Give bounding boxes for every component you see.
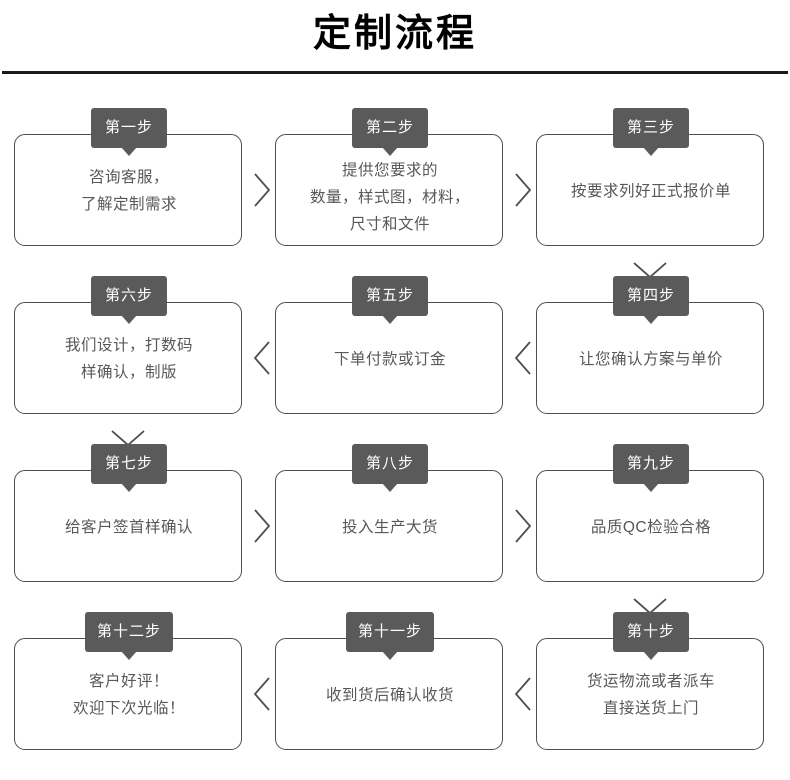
step-card-2-line-3: 尺寸和文件 — [349, 215, 430, 233]
step-card-9-line-1: 品质QC检验合格 — [590, 518, 712, 536]
step-card-3[interactable]: 按要求列好正式报价单 第三步 — [536, 108, 766, 248]
step-card-2-text: 提供您要求的 数量，样式图，材料， 尺寸和文件 — [276, 135, 504, 253]
step-card-6-text: 我们设计，打数码 样确认，制版 — [15, 303, 243, 415]
connector-chevron-left-icon — [510, 335, 536, 381]
flow-diagram: 咨询客服， 了解定制需求 第一步 提供您要求的 数量，样式图，材料， 尺寸和文件… — [0, 80, 790, 754]
step-card-10-line-1: 货运物流或者派车 — [586, 673, 715, 690]
step-card-8-text: 投入生产大货 — [276, 471, 504, 583]
step-card-3-text: 按要求列好正式报价单 — [537, 135, 765, 247]
page-title: 定制流程 — [312, 13, 477, 55]
step-card-3-line-1: 按要求列好正式报价单 — [570, 182, 731, 200]
step-badge-6: 第六步 — [91, 276, 167, 316]
step-card-12-line-2: 欢迎下次光临！ — [72, 700, 185, 717]
step-card-10-text: 货运物流或者派车 直接送货上门 — [537, 639, 765, 751]
step-badge-10: 第十步 — [613, 612, 689, 652]
step-badge-11: 第十一步 — [345, 612, 435, 652]
step-badge-2: 第二步 — [352, 108, 428, 148]
step-card-4[interactable]: 让您确认方案与单价 第四步 — [536, 276, 766, 416]
step-card-5-text: 下单付款或订金 — [276, 303, 504, 415]
step-card-12-line-1: 客户好评！ — [88, 673, 169, 690]
step-card-5[interactable]: 下单付款或订金 第五步 — [275, 276, 505, 416]
step-card-10[interactable]: 货运物流或者派车 直接送货上门 第十步 — [536, 612, 766, 752]
step-card-1-text: 咨询客服， 了解定制需求 — [15, 135, 243, 247]
step-card-5-line-1: 下单付款或订金 — [333, 350, 446, 368]
step-card-6[interactable]: 我们设计，打数码 样确认，制版 第六步 — [14, 276, 244, 416]
step-card-8[interactable]: 投入生产大货 第八步 — [275, 444, 505, 584]
step-card-7-text: 给客户签首样确认 — [15, 471, 243, 583]
step-card-10-line-2: 直接送货上门 — [602, 700, 699, 717]
flow-row-1: 咨询客服， 了解定制需求 第一步 提供您要求的 数量，样式图，材料， 尺寸和文件… — [0, 108, 790, 276]
step-card-1-line-2: 了解定制需求 — [80, 196, 177, 213]
step-card-9[interactable]: 品质QC检验合格 第九步 — [536, 444, 766, 584]
step-badge-8: 第八步 — [352, 444, 428, 484]
flow-row-3: 给客户签首样确认 第七步 投入生产大货 第八步 品质QC检验合格 — [0, 444, 790, 612]
step-badge-5: 第五步 — [352, 276, 428, 316]
connector-chevron-left-icon — [249, 335, 275, 381]
step-badge-1: 第一步 — [91, 108, 167, 148]
step-card-9-text: 品质QC检验合格 — [537, 471, 765, 583]
connector-chevron-right-icon — [510, 167, 536, 213]
step-card-11[interactable]: 收到货后确认收货 第十一步 — [275, 612, 505, 752]
step-card-1-line-1: 咨询客服， — [88, 169, 169, 186]
step-card-7[interactable]: 给客户签首样确认 第七步 — [14, 444, 244, 584]
step-card-11-text: 收到货后确认收货 — [276, 639, 504, 751]
step-badge-12: 第十二步 — [84, 612, 174, 652]
step-card-12[interactable]: 客户好评！ 欢迎下次光临！ 第十二步 — [14, 612, 244, 752]
flow-row-4: 客户好评！ 欢迎下次光临！ 第十二步 收到货后确认收货 第十一步 货运物 — [0, 612, 790, 780]
step-badge-7: 第七步 — [91, 444, 167, 484]
page-header: 定制流程 — [0, 0, 790, 80]
step-card-2[interactable]: 提供您要求的 数量，样式图，材料， 尺寸和文件 第二步 — [275, 108, 505, 248]
connector-chevron-left-icon — [510, 671, 536, 717]
step-card-1[interactable]: 咨询客服， 了解定制需求 第一步 — [14, 108, 244, 248]
step-card-12-text: 客户好评！ 欢迎下次光临！ — [15, 639, 243, 751]
step-card-11-line-1: 收到货后确认收货 — [325, 686, 454, 704]
step-badge-4: 第四步 — [613, 276, 689, 316]
connector-chevron-right-icon — [249, 167, 275, 213]
step-badge-9: 第九步 — [613, 444, 689, 484]
step-badge-3: 第三步 — [613, 108, 689, 148]
flow-row-2: 我们设计，打数码 样确认，制版 第六步 下单付款或订金 第五步 让您确认 — [0, 276, 790, 444]
step-card-6-line-2: 样确认，制版 — [80, 364, 177, 381]
connector-chevron-left-icon — [249, 671, 275, 717]
step-card-4-text: 让您确认方案与单价 — [537, 303, 765, 415]
step-card-2-line-2: 数量，样式图，材料， — [309, 188, 470, 206]
step-card-6-line-1: 我们设计，打数码 — [64, 337, 193, 354]
connector-chevron-right-icon — [510, 503, 536, 549]
connector-chevron-right-icon — [249, 503, 275, 549]
step-card-9-body: 品质QC检验合格 — [536, 470, 764, 582]
step-card-4-line-1: 让您确认方案与单价 — [578, 350, 723, 368]
step-card-8-line-1: 投入生产大货 — [341, 518, 438, 536]
title-divider — [2, 71, 788, 74]
step-card-2-line-1: 提供您要求的 — [341, 161, 438, 179]
step-card-7-line-1: 给客户签首样确认 — [64, 518, 193, 536]
